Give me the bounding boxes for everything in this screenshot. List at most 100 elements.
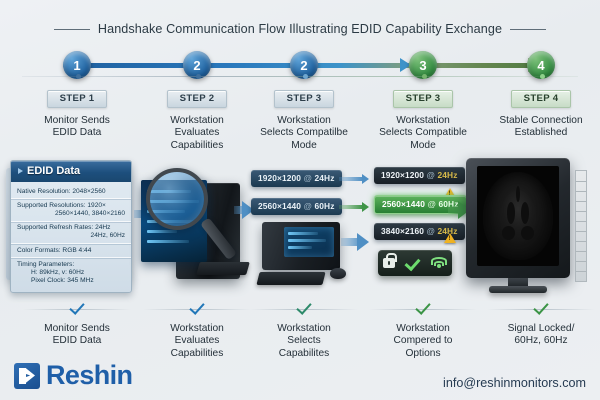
brand-logo: Reshin	[14, 360, 133, 391]
resolution-value: 1920×1200	[381, 170, 425, 180]
rail-dot-5	[540, 74, 545, 79]
check-icon-result-5	[534, 300, 549, 315]
resolution-badge-right-3[interactable]: 3840×2160 @ 24Hz	[374, 223, 465, 240]
edid-refresh-rates: Supported Refresh Rates: 24Hz	[17, 224, 111, 232]
check-icon-result-2	[190, 300, 205, 315]
title-rule-left	[53, 28, 90, 30]
resolution-value: 2560×1440	[258, 201, 302, 211]
resolution-value: 2560×1440	[382, 199, 426, 209]
brand-name: Reshin	[46, 360, 133, 390]
wifi-icon	[430, 257, 447, 269]
result-column-3: Workstation Selects Capabilites	[244, 300, 364, 360]
step-desc-1: Monitor Sends EDID Data	[44, 115, 110, 139]
result-text-3: Workstation Selects Capabilites	[277, 323, 331, 359]
rail-dot-3	[303, 74, 308, 79]
result-column-2: Workstation Evaluates Capabilities	[137, 300, 257, 360]
step-column-5: STEP 4 Stable Connection Established	[481, 88, 600, 140]
edid-row: Timing Parameters: H: 89kHz, v: 60Hz Pix…	[11, 258, 131, 288]
resolution-value: 3840×2160	[381, 226, 425, 236]
result-text-1: Monitor Sends EDID Data	[44, 323, 110, 347]
resolution-badge-right-2[interactable]: 2560×1440 @ 60Hz	[374, 195, 467, 214]
refresh-value: 24Hz	[437, 170, 458, 180]
resolution-badge-left-2[interactable]: 2560×1440 @ 60Hz	[251, 198, 342, 215]
rail-dot-4	[422, 74, 427, 79]
at-symbol: @	[427, 199, 437, 209]
edid-color-formats: Color Formats: RGB 4:44	[17, 246, 92, 254]
result-text-5: Signal Locked/ 60Hz, 60Hz	[507, 323, 575, 347]
mouse-illustration	[330, 268, 346, 279]
timeline-arrow-blue	[400, 58, 411, 72]
magnifying-glass-icon	[146, 168, 208, 230]
edid-panel-header: EDID Data	[11, 161, 131, 182]
refresh-value: 60Hz	[314, 201, 335, 211]
step-column-2: STEP 2 Workstation Evaluates Capabilitie…	[137, 88, 257, 152]
step-badge-5: STEP 4	[510, 90, 572, 108]
edid-timing-parameters: Timing Parameters:	[17, 260, 75, 268]
connection-status-panel	[378, 250, 452, 276]
edid-native-resolution: Native Resolution: 2048×2560	[17, 187, 106, 195]
step-badge-4: STEP 3	[392, 90, 454, 108]
edid-supported-resolutions: Supported Resolutions: 1920×	[17, 201, 106, 209]
contact-email[interactable]: info@reshinmonitors.com	[443, 376, 586, 390]
edid-timing-h-v: H: 89kHz, v: 60Hz	[31, 268, 85, 276]
warning-icon-2	[444, 233, 456, 243]
step-desc-4: Workstation Selects Compatible Mode	[379, 115, 467, 151]
at-symbol: @	[426, 226, 436, 236]
edid-row: Supported Resolutions: 1920× 2560×1440, …	[11, 199, 131, 222]
rail-dot-2	[196, 74, 201, 79]
rail-dot-1	[76, 74, 81, 79]
result-text-4: Workstation Compered to Options	[393, 323, 453, 359]
at-symbol: @	[303, 173, 313, 183]
edid-pixel-clock: Pixel Clock: 345 MHz	[31, 277, 94, 285]
step-column-1: STEP 1 Monitor Sends EDID Data	[17, 88, 137, 140]
step-column-3: STEP 3 Workstation Selects Compatilbe Mo…	[244, 88, 364, 152]
keyboard-illustration-2	[256, 272, 326, 285]
title-rule-right	[510, 28, 547, 30]
timeline-rail	[22, 74, 578, 79]
check-icon-result-3	[297, 300, 312, 315]
check-icon-result-4	[416, 300, 431, 315]
result-column-5: Signal Locked/ 60Hz, 60Hz	[481, 300, 600, 348]
warning-icon-1	[444, 188, 456, 198]
footer: Reshin info@reshinmonitors.com	[0, 354, 600, 400]
step-desc-2: Workstation Evaluates Capabilities	[170, 115, 224, 151]
medical-monitor-screen	[477, 166, 559, 266]
reshin-logo-icon	[14, 362, 40, 389]
flow-arrow-4	[448, 201, 470, 219]
triangle-icon	[18, 168, 23, 174]
edid-header-label: EDID Data	[27, 165, 81, 177]
refresh-value: 24Hz	[314, 173, 335, 183]
resolution-value: 1920×1200	[258, 173, 302, 183]
ruler-illustration	[575, 170, 587, 282]
at-symbol: @	[303, 201, 313, 211]
result-column-1: Monitor Sends EDID Data	[17, 300, 137, 348]
step-desc-5: Stable Connection Established	[499, 115, 583, 139]
desktop-screen	[284, 227, 334, 257]
check-icon-result-1	[70, 300, 85, 315]
medical-monitor-base	[489, 286, 547, 293]
edid-row: Native Resolution: 2048×2560	[11, 185, 131, 200]
step-desc-3: Workstation Selects Compatilbe Mode	[260, 115, 348, 151]
edid-row: Supported Refresh Rates: 24Hz 24Hz, 60Hz	[11, 222, 131, 245]
edid-refresh-rates-cont: 24Hz, 60Hz	[90, 232, 125, 240]
edid-ghost-text	[76, 262, 77, 267]
at-symbol: @	[426, 170, 436, 180]
edid-panel-body: Native Resolution: 2048×2560 Supported R…	[11, 182, 131, 292]
flow-arrow-3	[341, 233, 369, 251]
results-row: Monitor Sends EDID Data Workstation Eval…	[0, 300, 600, 359]
step-badge-1: STEP 1	[46, 90, 108, 108]
badge-arrow-2	[339, 202, 369, 212]
timeline-node-1[interactable]: 1	[63, 51, 91, 79]
resolution-badge-left-1[interactable]: 1920×1200 @ 24Hz	[251, 170, 342, 187]
timeline: 1 2 2 3 4	[0, 50, 600, 82]
step-column-4: STEP 3 Workstation Selects Compatible Mo…	[363, 88, 483, 152]
resolution-badge-right-1[interactable]: 1920×1200 @ 24Hz	[374, 167, 465, 184]
result-column-4: Workstation Compered to Options	[363, 300, 483, 360]
edid-supported-resolutions-cont: 2560×1440, 3840×2160	[54, 209, 125, 217]
flow-arrow-2	[234, 201, 254, 219]
brain-mri-image	[483, 172, 553, 260]
result-text-2: Workstation Evaluates Capabilities	[170, 323, 224, 359]
refresh-value: 24Hz	[437, 226, 458, 236]
refresh-value: 60Hz	[438, 199, 459, 209]
